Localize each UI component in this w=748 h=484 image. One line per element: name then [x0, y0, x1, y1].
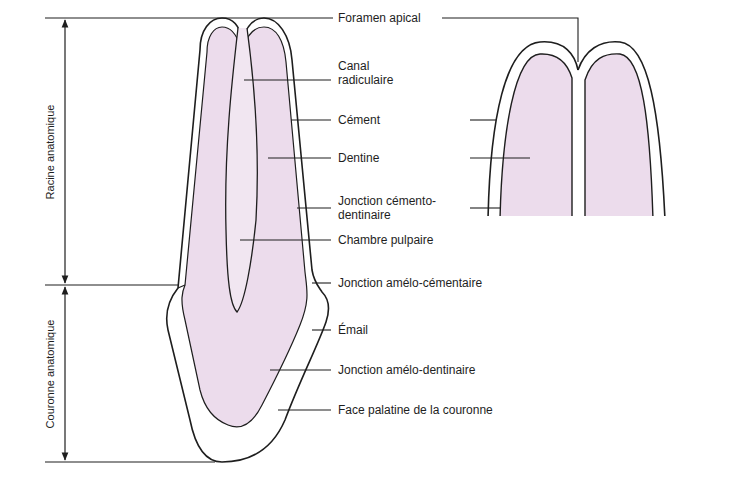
leader-canal: [244, 79, 331, 80]
dentine: [182, 27, 307, 427]
cej-tick: [45, 284, 178, 285]
leader-cement: [291, 119, 331, 120]
inset-dentine-right: [585, 54, 653, 216]
part-label: Émail: [338, 323, 368, 337]
inset-dentine-left: [500, 54, 572, 216]
apex-inset: [488, 42, 665, 216]
dimension-label: Couronne anatomique: [44, 320, 57, 429]
leader-cdj: [297, 207, 331, 208]
dimension-label: Racine anatomique: [44, 105, 57, 200]
part-label: Jonction cémento-dentinaire: [338, 194, 453, 222]
inset-cementum-left: [488, 42, 578, 216]
leader-palatal: [278, 409, 331, 410]
leader-cej: [312, 282, 331, 283]
leader-dej: [270, 369, 331, 370]
part-label: Chambre pulpaire: [338, 233, 433, 247]
part-label: Jonction amélo-dentinaire: [338, 363, 475, 377]
pulp-canal: [226, 28, 258, 312]
dimension-brackets: [45, 18, 333, 462]
top-tick: [45, 17, 333, 18]
leader-cement-inset: [470, 119, 496, 120]
part-label: Face palatine de la couronne: [338, 403, 493, 417]
leader-foramen-inset: [442, 18, 578, 62]
leader-lines: [240, 18, 578, 410]
part-label: Jonction amélo-cémentaire: [338, 276, 482, 290]
crown-arrow: [64, 287, 65, 460]
part-label: Cément: [338, 113, 380, 127]
leader-dentine: [268, 157, 331, 158]
leader-enamel: [312, 329, 331, 330]
part-label: Dentine: [338, 151, 379, 165]
leader-dentine-inset: [470, 157, 530, 158]
part-label: Foramen apical: [338, 11, 421, 25]
part-label: Canal radiculaire: [338, 59, 413, 87]
root-arrow: [64, 20, 65, 283]
leader-cdj-inset: [470, 207, 500, 208]
leader-pulp: [240, 239, 331, 240]
incisal-tick: [45, 461, 215, 462]
inset-cementum-right: [578, 42, 665, 216]
cej-line: [178, 285, 185, 288]
